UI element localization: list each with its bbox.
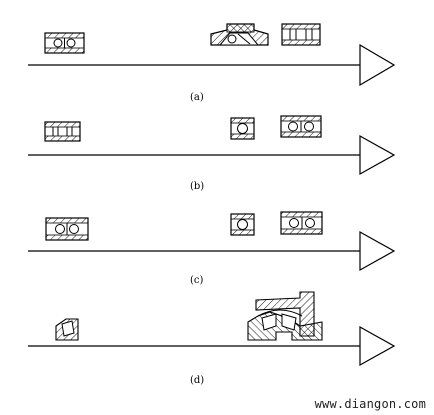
panel-c: (c) <box>28 211 396 286</box>
panel-a: (a) <box>28 23 396 103</box>
cylindrical-roller-bearing-a <box>281 23 321 46</box>
double-row-bearing-c <box>280 211 323 235</box>
caption-b: (b) <box>190 181 204 192</box>
caption-a: (a) <box>190 92 204 103</box>
arrow-head-c <box>359 230 396 272</box>
deep-groove-ball-bearing-c <box>230 213 255 236</box>
double-row-ball-bearing-a <box>44 32 85 54</box>
arrow-head-b <box>359 134 396 176</box>
arrow-head-a <box>359 43 396 87</box>
spherical-thrust-bearing-d <box>247 291 323 341</box>
panel-b: (b) <box>28 115 396 192</box>
caption-c: (c) <box>190 275 204 286</box>
caption-d: (d) <box>190 375 204 386</box>
watermark: www.diangon.com <box>314 397 426 411</box>
angular-contact-bearing-a <box>210 23 269 46</box>
deep-groove-ball-bearing-b <box>230 117 255 140</box>
self-aligning-bearing-d <box>55 318 79 341</box>
cylindrical-roller-bearing-b <box>44 121 81 142</box>
panel-d: (d) <box>28 291 396 386</box>
double-row-bearing-b <box>280 115 322 138</box>
arrow-head-d <box>359 325 396 367</box>
double-row-ball-bearing-c <box>45 217 89 241</box>
